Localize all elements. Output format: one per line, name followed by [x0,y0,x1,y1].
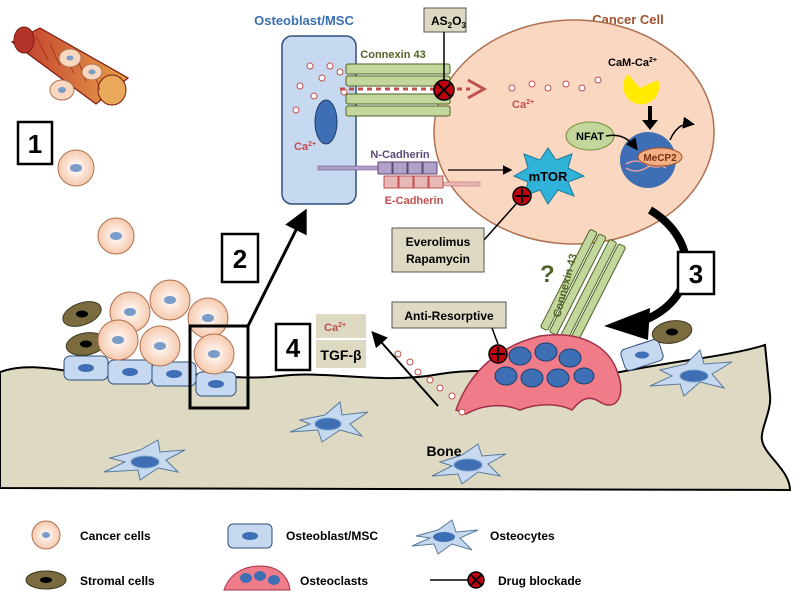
osteoblast-right [620,339,664,371]
svg-text:Anti-Resorptive: Anti-Resorptive [404,309,494,323]
calcium-release-ions [394,350,466,416]
step-4-label: 4 [286,333,301,363]
circulating-cancer-cell [97,217,135,255]
anti-resorptive-box: Anti-Resorptive [391,301,507,329]
osteoblast-msc-title: Osteoblast/MSC [254,13,354,28]
e-cadherin-label: E-Cadherin [385,195,444,207]
cam-pacman [623,74,660,105]
gene-activation-arrow [669,116,695,141]
connexin43-channel-side [540,229,626,346]
svg-text:MeCP2: MeCP2 [643,153,677,164]
as2o3-box: AS2O3 [423,7,467,33]
osteoblast-cell: Ca2+ [281,35,357,205]
svg-text:Osteoclasts: Osteoclasts [300,574,368,588]
calcium-ions-left [292,62,348,114]
legend-osteoclasts: Osteoclasts [223,565,368,591]
mtor-star: mTOR [512,147,586,205]
step-1-label: 1 [28,129,42,159]
zoom-box [188,324,250,410]
legend-osteoblast: Osteoblast/MSC [227,523,378,549]
osteoclast [455,334,622,415]
question-mark: ? [540,261,555,288]
connexin43-top-label: Connexin 43 [360,49,425,61]
svg-text:Osteoblast/MSC: Osteoblast/MSC [286,529,378,543]
svg-text:Osteocytes: Osteocytes [490,529,555,543]
legend-cancer-cells: Cancer cells [31,520,151,550]
step-4-arrow [371,331,439,407]
legend-osteocytes: Osteocytes [411,519,555,555]
calcium-ions-right [508,76,602,92]
svg-text:Drug blockade: Drug blockade [498,574,582,588]
legend: Cancer cells Osteoblast/MSC Osteocytes S… [25,519,582,591]
calcium-flux-arrowhead [467,78,488,100]
svg-text:mTOR: mTOR [529,169,568,184]
connexin43-channel-top [345,63,451,117]
bone-label: Bone [427,443,462,459]
step-3-box: 3 [676,250,716,296]
nfat-badge: NFAT [565,121,615,151]
ca-label-osteoblast: Ca2+ [294,141,316,153]
step-4-box: 4 [274,322,312,372]
step-2-box: 2 [220,232,260,284]
nfat-arrow [605,134,638,151]
step-2-label: 2 [233,244,247,274]
e-cadherin [383,175,481,189]
cam-ca-label: CaM-Ca2+ [608,57,657,69]
circulating-cancer-cell [57,149,95,187]
mtor-drug-blockade-icon [512,186,532,206]
cancer-cell-cluster [97,279,235,375]
svg-text:TGF-β: TGF-β [320,347,362,363]
blood-vessel [10,26,130,106]
stromal-cell-right [651,320,693,344]
anti-resorptive-blockade-icon [488,344,508,364]
mecp2-badge: MeCP2 [637,147,683,167]
drug-blockade-icon [433,79,455,101]
osteoblast-lining [63,355,237,397]
step-2-arrow [246,208,307,327]
step-1-box: 1 [16,120,54,166]
step-3-label: 3 [689,259,703,289]
stromal-cell [62,301,102,327]
everolimus-rapamycin-box: Everolimus Rapamycin [391,227,485,273]
stromal-cell [65,332,107,356]
svg-text:NFAT: NFAT [576,131,604,143]
everolimus-label: Everolimus [406,235,471,249]
svg-text:Ca2+: Ca2+ [324,322,346,334]
ca-label-cancer: Ca2+ [512,99,534,111]
ca-tgf-box: Ca2+ TGF-β [316,314,366,368]
n-cadherin [317,161,438,175]
svg-text:AS2O3: AS2O3 [431,14,466,30]
legend-drug-blockade: Drug blockade [430,571,582,589]
osteocyte [103,349,733,485]
svg-text:Stromal cells: Stromal cells [80,574,155,588]
legend-stromal-cells: Stromal cells [25,570,155,590]
n-cadherin-label: N-Cadherin [370,149,430,161]
rapamycin-label: Rapamycin [406,252,470,266]
vessel-cancer-cells [49,48,103,101]
svg-text:Cancer cells: Cancer cells [80,529,151,543]
